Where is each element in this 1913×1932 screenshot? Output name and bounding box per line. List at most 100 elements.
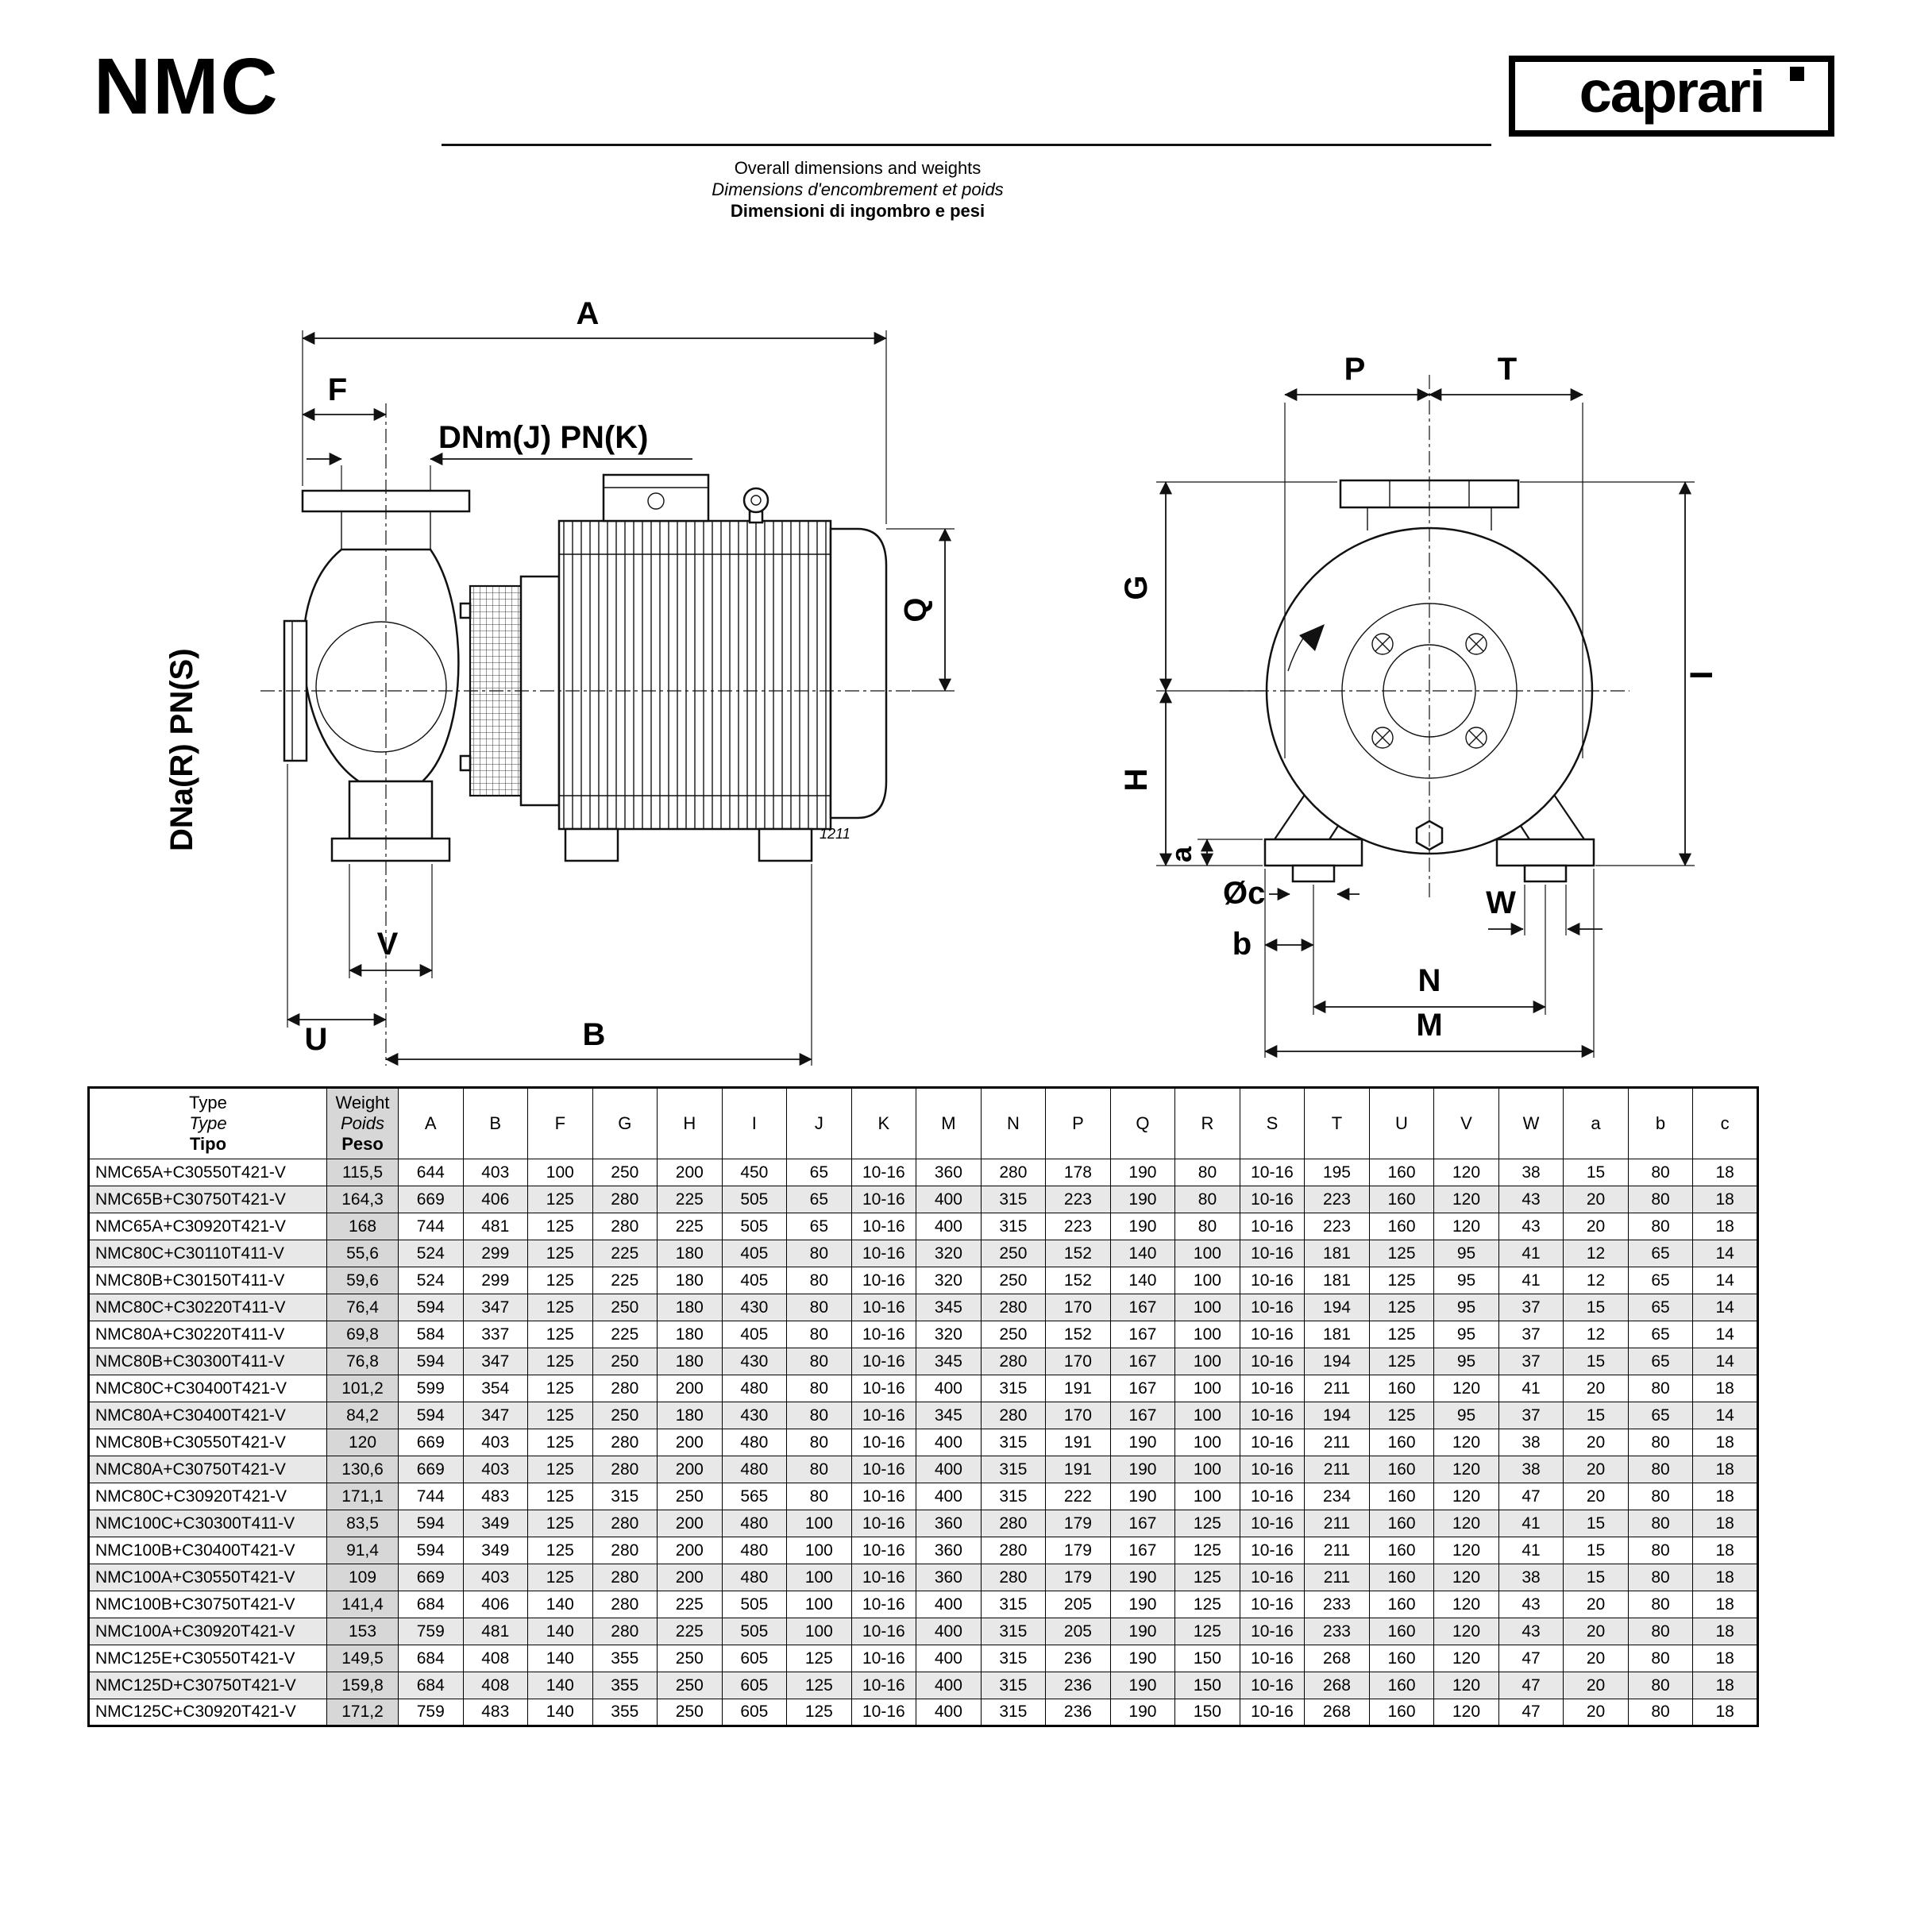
cell-dimension: 190 — [1109, 1564, 1176, 1591]
dim-label-H: H — [1119, 769, 1154, 792]
dim-label-DNm: DNm(J) PN(K) — [438, 420, 648, 455]
cell-dimension: 190 — [1109, 1483, 1176, 1510]
cell-dimension: 140 — [527, 1618, 593, 1645]
pump-side-view: A F DNm(J) PN(K) DNa(R) PN(S) Q — [164, 296, 955, 1066]
cell-dimension: 18 — [1692, 1159, 1758, 1186]
cell-dimension: 280 — [592, 1564, 658, 1591]
cell-dimension: 14 — [1692, 1267, 1758, 1294]
cell-dimension: 167 — [1109, 1348, 1176, 1375]
cell-dimension: 47 — [1498, 1645, 1564, 1672]
pedestal-base-plate — [330, 837, 451, 862]
cell-pump-type: NMC100B+C30400T421-V — [88, 1537, 327, 1564]
dim-header-K: K — [850, 1087, 917, 1159]
cell-dimension: 10-16 — [850, 1618, 917, 1645]
cell-dimension: 599 — [398, 1375, 464, 1402]
cell-weight: 109 — [326, 1564, 399, 1591]
figure-reference: 1211 — [820, 826, 850, 842]
cell-dimension: 120 — [1433, 1537, 1499, 1564]
cell-dimension: 10-16 — [1239, 1348, 1306, 1375]
cell-dimension: 481 — [462, 1618, 529, 1645]
cell-dimension: 250 — [980, 1240, 1047, 1267]
cell-dimension: 18 — [1692, 1483, 1758, 1510]
cell-dimension: 280 — [592, 1429, 658, 1456]
cell-dimension: 403 — [462, 1564, 529, 1591]
cell-dimension: 315 — [980, 1483, 1047, 1510]
cell-dimension: 524 — [398, 1240, 464, 1267]
cell-dimension: 38 — [1498, 1456, 1564, 1483]
dim-header-J: J — [786, 1087, 852, 1159]
cell-dimension: 236 — [1045, 1645, 1111, 1672]
cell-weight: 59,6 — [326, 1267, 399, 1294]
cell-dimension: 400 — [916, 1645, 982, 1672]
dim-header-S: S — [1239, 1087, 1306, 1159]
cell-dimension: 222 — [1045, 1483, 1111, 1510]
cell-dimension: 65 — [1627, 1267, 1694, 1294]
cell-dimension: 160 — [1368, 1672, 1435, 1699]
cell-dimension: 125 — [1368, 1240, 1435, 1267]
motor-body — [557, 519, 832, 831]
cell-dimension: 345 — [916, 1402, 982, 1429]
cell-dimension: 744 — [398, 1213, 464, 1240]
cell-dimension: 505 — [721, 1213, 788, 1240]
cell-weight: 69,8 — [326, 1321, 399, 1348]
cell-pump-type: NMC125D+C30750T421-V — [88, 1672, 327, 1699]
cell-dimension: 280 — [592, 1375, 658, 1402]
cell-dimension: 80 — [1627, 1429, 1694, 1456]
cell-dimension: 10-16 — [850, 1375, 917, 1402]
cell-dimension: 160 — [1368, 1483, 1435, 1510]
cell-dimension: 190 — [1109, 1159, 1176, 1186]
cell-dimension: 280 — [980, 1564, 1047, 1591]
dim-header-N: N — [980, 1087, 1047, 1159]
cell-dimension: 10-16 — [850, 1645, 917, 1672]
dim-a: a — [1165, 839, 1263, 866]
cell-dimension: 65 — [1627, 1321, 1694, 1348]
dim-DNm: DNm(J) PN(K) — [307, 420, 692, 491]
motor-foot-rear — [758, 827, 813, 862]
cell-dimension: 280 — [980, 1510, 1047, 1537]
cell-dimension: 80 — [786, 1483, 852, 1510]
cell-dimension: 10-16 — [1239, 1240, 1306, 1267]
cell-dimension: 10-16 — [1239, 1159, 1306, 1186]
dim-header-Q: Q — [1109, 1087, 1176, 1159]
cell-dimension: 18 — [1692, 1618, 1758, 1645]
cell-dimension: 10-16 — [850, 1186, 917, 1213]
cell-dimension: 233 — [1304, 1591, 1370, 1618]
dim-Oc: Øc — [1223, 876, 1360, 911]
cell-dimension: 280 — [980, 1537, 1047, 1564]
cell-dimension: 65 — [786, 1159, 852, 1186]
cell-dimension: 211 — [1304, 1510, 1370, 1537]
cell-dimension: 125 — [527, 1348, 593, 1375]
cell-dimension: 14 — [1692, 1402, 1758, 1429]
cell-dimension: 41 — [1498, 1537, 1564, 1564]
cell-dimension: 100 — [1174, 1375, 1240, 1402]
cell-dimension: 80 — [1627, 1213, 1694, 1240]
cell-dimension: 10-16 — [1239, 1483, 1306, 1510]
cell-dimension: 315 — [980, 1213, 1047, 1240]
cell-dimension: 18 — [1692, 1510, 1758, 1537]
cell-dimension: 125 — [1368, 1402, 1435, 1429]
cell-dimension: 167 — [1109, 1375, 1176, 1402]
cell-dimension: 80 — [786, 1456, 852, 1483]
cell-dimension: 403 — [462, 1159, 529, 1186]
cell-dimension: 80 — [1174, 1186, 1240, 1213]
cell-dimension: 125 — [786, 1645, 852, 1672]
weight-header-fr: Poids — [340, 1113, 385, 1133]
cell-dimension: 15 — [1563, 1348, 1629, 1375]
subtitle-en: Overall dimensions and weights — [734, 158, 982, 178]
dim-header-A: A — [398, 1087, 464, 1159]
cell-dimension: 80 — [1627, 1537, 1694, 1564]
cell-dimension: 315 — [980, 1699, 1047, 1726]
cell-dimension: 179 — [1045, 1564, 1111, 1591]
anchor-tab-right — [1523, 864, 1568, 883]
cell-dimension: 405 — [721, 1240, 788, 1267]
cell-dimension: 400 — [916, 1591, 982, 1618]
cell-weight: 164,3 — [326, 1186, 399, 1213]
cell-dimension: 355 — [592, 1699, 658, 1726]
cell-dimension: 400 — [916, 1483, 982, 1510]
cell-dimension: 211 — [1304, 1564, 1370, 1591]
